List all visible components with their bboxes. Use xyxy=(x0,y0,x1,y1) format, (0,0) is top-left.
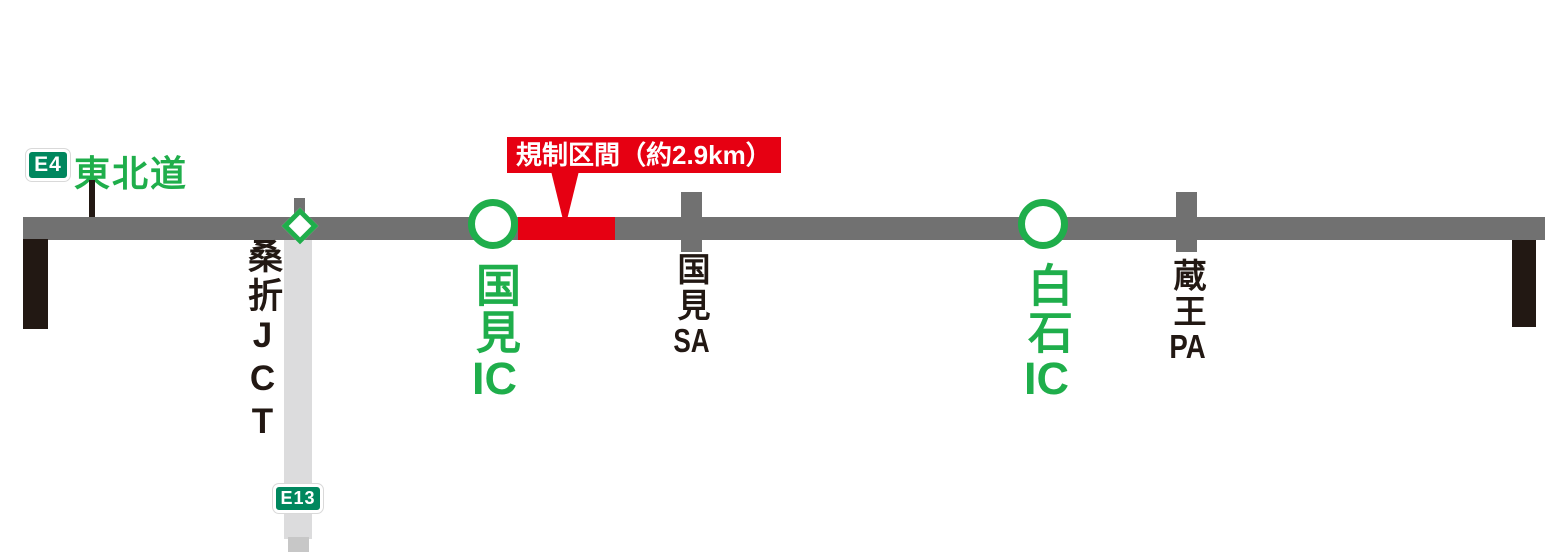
kunimi-sa-label-kanji: 国見 xyxy=(673,252,710,324)
shiroishi-ic-circle-icon xyxy=(1018,199,1068,249)
kunimi-ic-label-kanji: 国見 xyxy=(469,262,520,356)
kunimi-ic-label: 国見IC xyxy=(469,262,520,401)
zao-pa-label-suffix: PA xyxy=(1169,330,1206,363)
restricted-road-segment xyxy=(518,217,615,240)
zao-pa-label-kanji: 蔵王 xyxy=(1169,258,1206,330)
route-name-pointer-line xyxy=(89,180,95,217)
branch-road-e13-end xyxy=(288,537,309,552)
main-road-e4 xyxy=(23,217,1545,240)
route-badge-e13-text: E13 xyxy=(280,488,316,508)
shiroishi-ic-label-kanji: 白石 xyxy=(1021,262,1072,356)
kori-jct-label: 桑折JCT xyxy=(243,238,282,445)
route-badge-e13: E13 xyxy=(273,484,323,513)
kunimi-ic-label-suffix: IC xyxy=(472,356,517,401)
shiroishi-ic-label: 白石IC xyxy=(1021,262,1072,401)
route-badge-e4-text: E4 xyxy=(34,153,62,176)
cropped-label-right xyxy=(1512,240,1536,327)
kunimi-sa-tick xyxy=(681,192,702,252)
route-badge-e4: E4 xyxy=(26,149,70,181)
regulation-callout: 規制区間（約2.9km） xyxy=(507,137,781,173)
kunimi-ic-circle-icon xyxy=(468,199,518,249)
kunimi-sa-label-suffix: SA xyxy=(673,324,710,357)
cropped-label-left xyxy=(23,239,48,329)
shiroishi-ic-label-suffix: IC xyxy=(1024,356,1069,401)
zao-pa-label: 蔵王PA xyxy=(1169,258,1206,363)
kunimi-sa-label: 国見SA xyxy=(673,252,710,357)
zao-pa-tick xyxy=(1176,192,1197,252)
